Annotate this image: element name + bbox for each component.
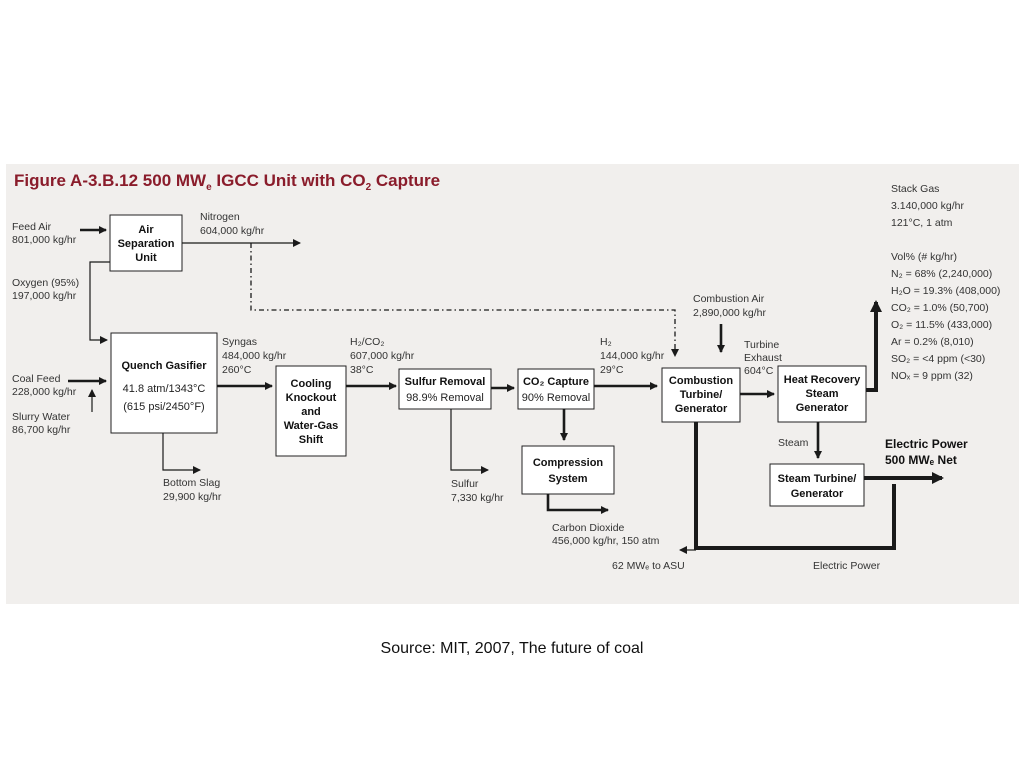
cooling-line1: Cooling: [291, 378, 332, 390]
combustion-turbine-box: [661, 367, 741, 423]
bottom-slag-label: Bottom Slag: [163, 477, 220, 489]
slurry-water-label: Slurry Water: [12, 411, 70, 423]
combustion-line3: Generator: [675, 403, 728, 415]
nitrogen-dilution-line: [250, 243, 679, 357]
heat-recovery-steam-generator-box: [777, 365, 867, 423]
quench-line1: 41.8 atm/1343°C: [123, 383, 206, 395]
combustion-line1: Combustion: [669, 375, 733, 387]
h2-temp: 29°C: [600, 364, 624, 376]
electric-power-label: Electric Power: [885, 437, 968, 451]
cooling-line5: Shift: [299, 434, 324, 446]
h2co2-flow: 607,000 kg/hr: [350, 350, 415, 362]
compression-system-box: [521, 445, 615, 495]
combustion-air-flow: 2,890,000 kg/hr: [693, 307, 766, 319]
cooling-line3: and: [301, 406, 321, 418]
sulfur-arrow: [450, 409, 489, 474]
air-separation-unit-box: [109, 214, 183, 272]
electric-power-return-line: [694, 422, 896, 550]
stack-gas-arrow: [866, 300, 882, 392]
electric-power-return-label: Electric Power: [813, 560, 881, 572]
nitrogen-label: Nitrogen: [200, 211, 240, 223]
feed-air-flow: 801,000 kg/hr: [12, 234, 77, 246]
oxygen-arrow: [89, 261, 110, 344]
quench-line2: (615 psi/2450°F): [123, 401, 204, 413]
sulfur-label: Sulfur: [451, 478, 479, 490]
turbine-exhaust-temp: 604°C: [744, 365, 774, 377]
steam-label: Steam: [778, 437, 809, 449]
coal-feed-label: Coal Feed: [12, 373, 61, 385]
carbon-dioxide-flow: 456,000 kg/hr, 150 atm: [552, 535, 660, 547]
stack-gas-nox: NOₓ = 9 ppm (32): [891, 370, 973, 382]
bottom-slag-arrow: [162, 433, 201, 474]
turbine-exhaust-line2: Exhaust: [744, 352, 782, 364]
co2-capture-box: [517, 368, 595, 410]
sulfur-removal-title: Sulfur Removal: [405, 376, 486, 388]
igcc-diagram: Figure A-3.B.12 500 MWe IGCC Unit with C…: [6, 164, 1019, 604]
stack-gas-ar: Ar = 0.2% (8,010): [891, 336, 974, 348]
co2-capture-title: CO₂ Capture: [523, 376, 589, 388]
syngas-flow: 484,000 kg/hr: [222, 350, 287, 362]
stack-gas-flow: 3.140,000 kg/hr: [891, 200, 964, 212]
air-sep-line3: Unit: [135, 252, 157, 264]
hrsg-line3: Generator: [796, 402, 849, 414]
slurry-water-flow: 86,700 kg/hr: [12, 424, 71, 436]
steam-turbine-line1: Steam Turbine/: [778, 473, 857, 485]
feed-air-label: Feed Air: [12, 221, 52, 233]
air-sep-line2: Separation: [118, 238, 175, 250]
steam-turbine-line2: Generator: [791, 488, 844, 500]
compression-line1: Compression: [533, 457, 604, 469]
steam-turbine-box: [769, 463, 865, 507]
stack-gas-conditions: 121°C, 1 atm: [891, 217, 953, 229]
combustion-air-label: Combustion Air: [693, 293, 765, 305]
combustion-line2: Turbine/: [680, 389, 723, 401]
syngas-label: Syngas: [222, 336, 257, 348]
figure-title: Figure A-3.B.12 500 MWe IGCC Unit with C…: [14, 171, 440, 193]
coal-feed-flow: 228,000 kg/hr: [12, 386, 77, 398]
stack-gas-so2: SO₂ = <4 ppm (<30): [891, 353, 985, 365]
h2co2-temp: 38°C: [350, 364, 374, 376]
nitrogen-flow: 604,000 kg/hr: [200, 225, 265, 237]
bottom-slag-flow: 29,900 kg/hr: [163, 491, 222, 503]
stack-gas-co2: CO₂ = 1.0% (50,700): [891, 302, 989, 314]
h2-label: H₂: [600, 336, 612, 348]
h2co2-label: H₂/CO₂: [350, 336, 384, 348]
cooling-knockout-box: [275, 365, 347, 457]
cooling-line4: Water-Gas: [284, 420, 339, 432]
oxygen-label: Oxygen (95%): [12, 277, 79, 289]
stack-gas-comp-header: Vol% (# kg/hr): [891, 251, 957, 263]
stack-gas-o2: O₂ = 11.5% (433,000): [891, 319, 992, 331]
electric-power-net: 500 MWₑ Net: [885, 453, 957, 467]
sulfur-removal-box: [398, 368, 492, 410]
asu-power-label: 62 MWₑ to ASU: [612, 560, 685, 572]
quench-gasifier-box: [110, 332, 218, 434]
syngas-temp: 260°C: [222, 364, 252, 376]
stack-gas-n2: N₂ = 68% (2,240,000): [891, 268, 992, 280]
sulfur-removal-pct: 98.9% Removal: [406, 392, 484, 404]
co2-capture-pct: 90% Removal: [522, 392, 590, 404]
oxygen-flow: 197,000 kg/hr: [12, 290, 77, 302]
sulfur-flow: 7,330 kg/hr: [451, 492, 504, 504]
source-caption: Source: MIT, 2007, The future of coal: [380, 640, 644, 657]
quench-title: Quench Gasifier: [122, 360, 208, 372]
hrsg-line2: Steam: [805, 388, 838, 400]
carbon-dioxide-arrow: [546, 494, 609, 514]
h2-flow: 144,000 kg/hr: [600, 350, 665, 362]
carbon-dioxide-label: Carbon Dioxide: [552, 522, 625, 534]
stack-gas-h2o: H₂O = 19.3% (408,000): [891, 285, 1000, 297]
air-sep-line1: Air: [138, 224, 154, 236]
hrsg-line1: Heat Recovery: [784, 374, 861, 386]
compression-line2: System: [548, 473, 587, 485]
stack-gas-label: Stack Gas: [891, 183, 939, 195]
cooling-line2: Knockout: [286, 392, 337, 404]
turbine-exhaust-line1: Turbine: [744, 339, 779, 351]
